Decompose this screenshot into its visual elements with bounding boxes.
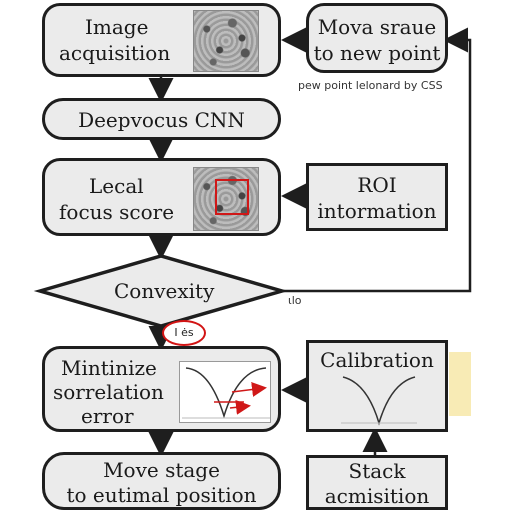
calibration-box: Calibration [306, 340, 448, 432]
local-focus-line2: focus score [59, 200, 175, 224]
minimize-correlation-box: Mintinize sorrelation error [42, 346, 281, 432]
roi-line2: intormation [317, 199, 437, 223]
calibration-label: Calibration [320, 348, 434, 372]
roi-information-box: ROI intormation [306, 163, 448, 231]
roi-line1: ROI [357, 173, 397, 197]
move-stage-optimal-box: Move stage to eutimal position [42, 452, 281, 510]
correlation-curve [182, 367, 270, 419]
stack-line2: acmisition [324, 484, 430, 508]
correlation-plot [179, 361, 271, 423]
stack-line1: Stack [348, 459, 406, 483]
move-optimal-line2: to eutimal position [66, 483, 257, 507]
move-optimal-line1: Move stage [103, 458, 220, 482]
deepfocus-cnn-box: Deepvocus CNN [42, 98, 281, 140]
convexity-yes-badge: Ι ės [162, 320, 206, 346]
minimize-line2: sorrelation [53, 380, 164, 404]
stack-acquisition-box: Stack acmisition [306, 455, 448, 510]
move-stage-new-line2: to new point [313, 41, 441, 65]
local-focus-line1: Lecal [89, 174, 144, 198]
microscopy-thumbnail [193, 10, 259, 72]
minimize-line1: Mintinize [61, 356, 157, 380]
move-stage-new-line1: Mova sraue [317, 15, 437, 39]
local-focus-score-box: Lecal focus score [42, 158, 281, 236]
convexity-no-label: ιlo [288, 294, 302, 307]
roi-rectangle [215, 179, 249, 215]
image-acquisition-line1: Image [85, 15, 149, 39]
calibration-curve [341, 376, 417, 426]
image-acquisition-line2: acquisition [59, 41, 171, 65]
convexity-yes-label: Ι ės [174, 326, 194, 339]
deepfocus-cnn-label: Deepvocus CNN [78, 108, 245, 132]
new-point-note: pew point lelonard by CSS [298, 79, 443, 92]
arrow-convexity-loop [282, 27, 472, 293]
minimize-line3: error [81, 404, 134, 428]
convexity-label: Convexity [114, 279, 215, 303]
move-stage-new-point-box: Mova sraue to new point [306, 3, 448, 73]
calibration-highlight [449, 352, 471, 416]
convexity-diamond [33, 254, 289, 328]
calibration-plot [339, 373, 419, 427]
image-acquisition-box: Image acquisition [42, 3, 281, 77]
